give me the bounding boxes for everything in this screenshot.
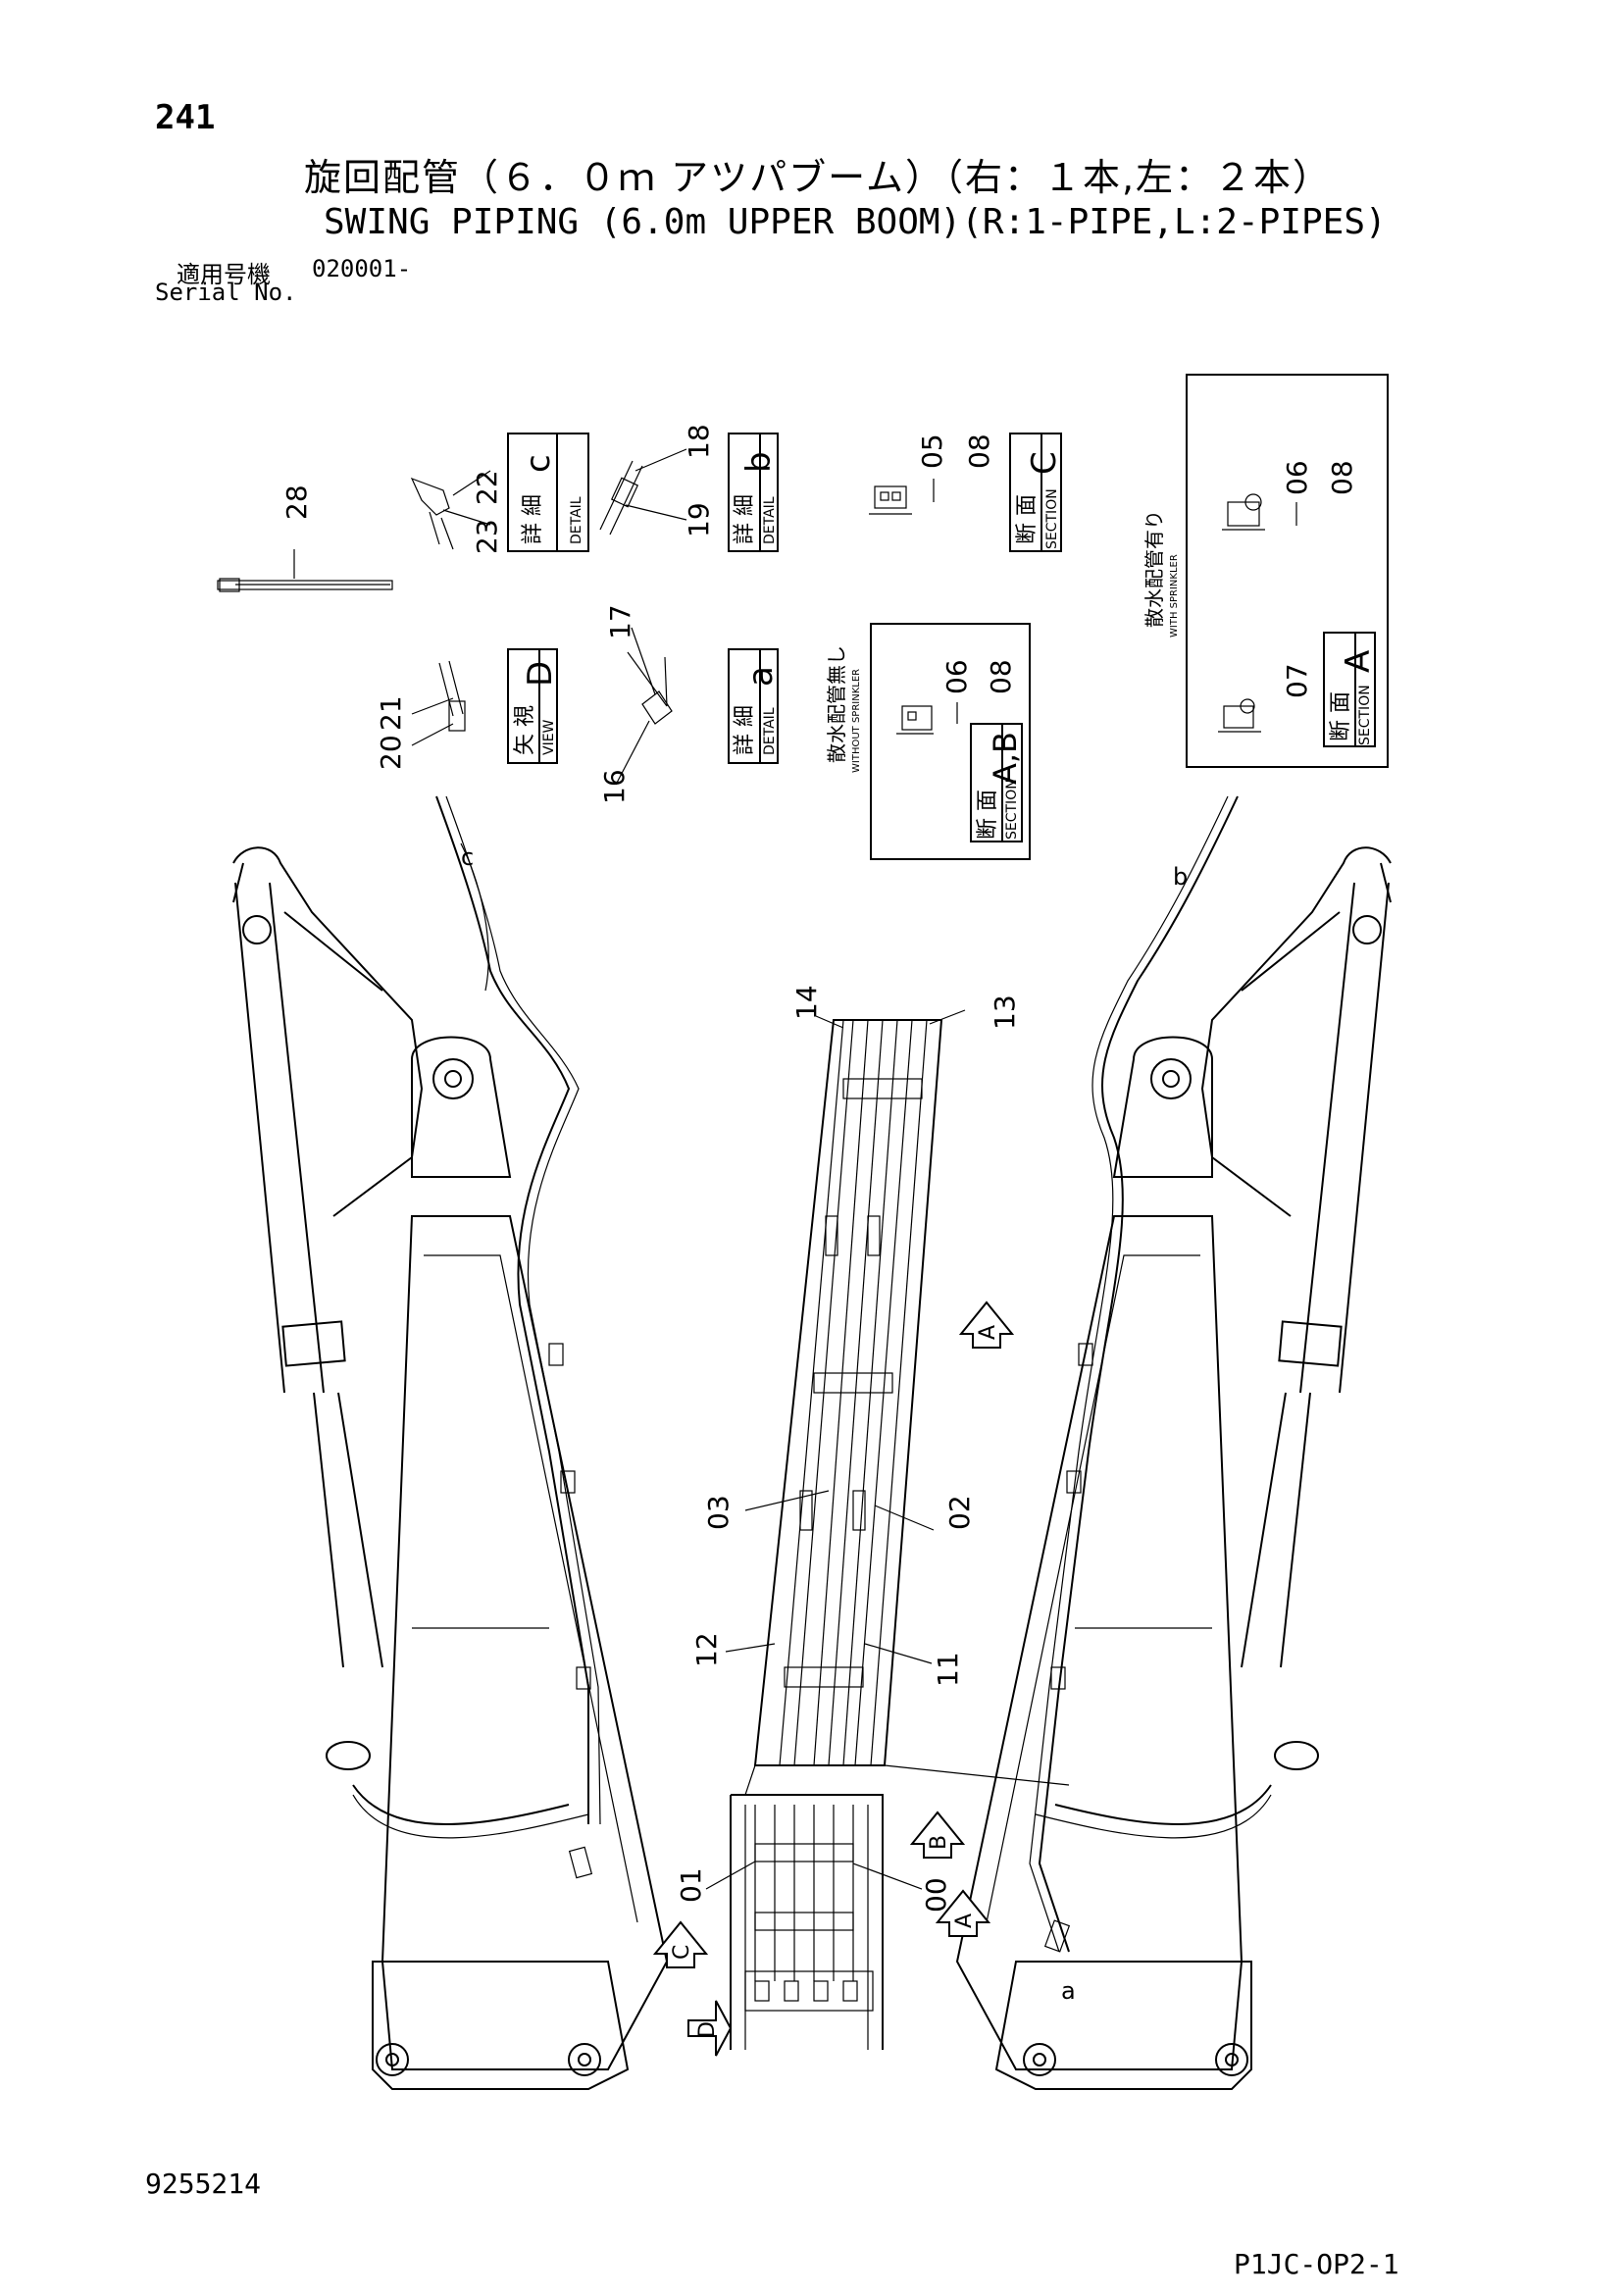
svg-text:D: D (521, 661, 560, 687)
section-c-box: 断 面 SECTION C (1009, 433, 1064, 552)
callout-b: b (1173, 863, 1188, 891)
label-17: 17 (604, 604, 636, 639)
label-03: 03 (702, 1495, 735, 1530)
callout-c: c (461, 843, 474, 871)
title-english: SWING PIPING (6.0m UPPER BOOM)(R:1-PIPE,… (324, 202, 1387, 242)
svg-text:VIEW: VIEW (541, 719, 557, 755)
detail-a-box: 詳 細 DETAIL a (728, 648, 781, 764)
svg-text:断 面: 断 面 (976, 790, 1000, 840)
label-14: 14 (790, 985, 823, 1020)
label-21: 21 (375, 695, 407, 731)
view-arrow-a-lower: A (935, 1889, 991, 1937)
center-piping (744, 1019, 1070, 1796)
svg-text:散水配管有り: 散水配管有り (1142, 510, 1166, 628)
label-13: 13 (989, 995, 1021, 1030)
label-28: 28 (280, 485, 313, 520)
detail-b-box: 詳 細 DETAIL b (728, 433, 779, 552)
left-boom (232, 795, 669, 2090)
serial-label-english: Serial No. (155, 279, 297, 306)
label-06-a: 06 (1281, 460, 1313, 495)
right-boom (955, 795, 1392, 2090)
callout-a: a (1061, 1977, 1076, 2005)
page-number: 241 (155, 98, 216, 137)
sheet-code: P1JC-OP2-1 (1234, 2248, 1399, 2280)
svg-text:B: B (927, 1835, 951, 1850)
label-11: 11 (932, 1652, 964, 1687)
title-japanese: 旋回配管（６．０ｍ アツパブーム）（右：１本,左：２本） (304, 156, 1333, 199)
svg-text:b: b (739, 451, 779, 473)
view-d-fitting (438, 660, 466, 732)
label-19: 19 (683, 502, 715, 537)
svg-text:矢 視: 矢 視 (513, 705, 537, 755)
svg-text:a: a (741, 666, 781, 687)
serial-label-japanese: 適用号機 (177, 261, 271, 288)
svg-text:A: A (952, 1913, 977, 1928)
label-22: 22 (471, 470, 503, 505)
section-c-clamp (869, 485, 912, 515)
svg-text:SECTION: SECTION (1004, 779, 1020, 840)
svg-text:詳 細: 詳 細 (521, 494, 545, 544)
svg-text:D: D (695, 2021, 720, 2038)
section-ab-panel: 散水配管無し WITHOUT SPRINKLER 06 08 断 面 SECTI… (825, 623, 1031, 860)
label-08-ab: 08 (985, 659, 1017, 694)
svg-text:A: A (1339, 650, 1378, 673)
svg-text:c: c (519, 454, 558, 473)
label-00: 00 (920, 1877, 952, 1913)
label-18: 18 (683, 424, 715, 459)
svg-text:詳 細: 詳 細 (733, 705, 757, 755)
label-02: 02 (943, 1495, 976, 1530)
label-12: 12 (690, 1632, 723, 1667)
detail-c-fitting (410, 477, 454, 550)
svg-text:SECTION: SECTION (1044, 488, 1060, 549)
detail-c-box: 詳 細 DETAIL c (507, 433, 589, 552)
view-arrow-b: B (909, 1811, 966, 1859)
svg-text:WITHOUT SPRINKLER: WITHOUT SPRINKLER (851, 669, 862, 773)
svg-text:A: A (976, 1325, 1000, 1340)
label-06-ab: 06 (940, 659, 973, 694)
label-01: 01 (675, 1867, 707, 1903)
svg-text:断 面: 断 面 (1015, 494, 1040, 544)
svg-text:A,B: A,B (987, 732, 1024, 785)
label-23: 23 (471, 519, 503, 554)
label-20: 20 (375, 735, 407, 770)
svg-text:断 面: 断 面 (1329, 691, 1353, 741)
svg-text:散水配管無し: 散水配管無し (825, 645, 848, 763)
label-05: 05 (916, 434, 948, 469)
view-arrow-c: C (652, 1920, 709, 1968)
label-08-c: 08 (963, 434, 995, 469)
svg-text:詳 細: 詳 細 (733, 494, 757, 544)
svg-text:SECTION: SECTION (1357, 685, 1373, 745)
view-arrow-a-upper: A (958, 1301, 1015, 1349)
detail-b-fitting (599, 460, 643, 536)
cable-tie-part-28 (217, 578, 393, 592)
view-arrow-d: D (687, 2000, 733, 2057)
view-d-box: 矢 視 VIEW D (507, 648, 560, 764)
svg-text:DETAIL: DETAIL (762, 707, 778, 755)
section-a-panel: 散水配管有り WITH SPRINKLER 06 08 07 断 面 SECTI… (1142, 374, 1389, 768)
label-16: 16 (598, 769, 631, 804)
boom-foot-piping (730, 1794, 884, 2050)
svg-text:DETAIL: DETAIL (569, 496, 584, 544)
serial-number-value: 020001- (312, 255, 412, 282)
label-07: 07 (1281, 663, 1313, 698)
svg-text:C: C (1025, 451, 1064, 475)
label-08-a: 08 (1326, 460, 1358, 495)
svg-text:C: C (670, 1945, 694, 1960)
drawing-number: 9255214 (145, 2168, 262, 2200)
svg-text:WITH SPRINKLER: WITH SPRINKLER (1169, 554, 1180, 638)
svg-text:DETAIL: DETAIL (762, 496, 778, 544)
detail-a-fitting (627, 651, 673, 725)
